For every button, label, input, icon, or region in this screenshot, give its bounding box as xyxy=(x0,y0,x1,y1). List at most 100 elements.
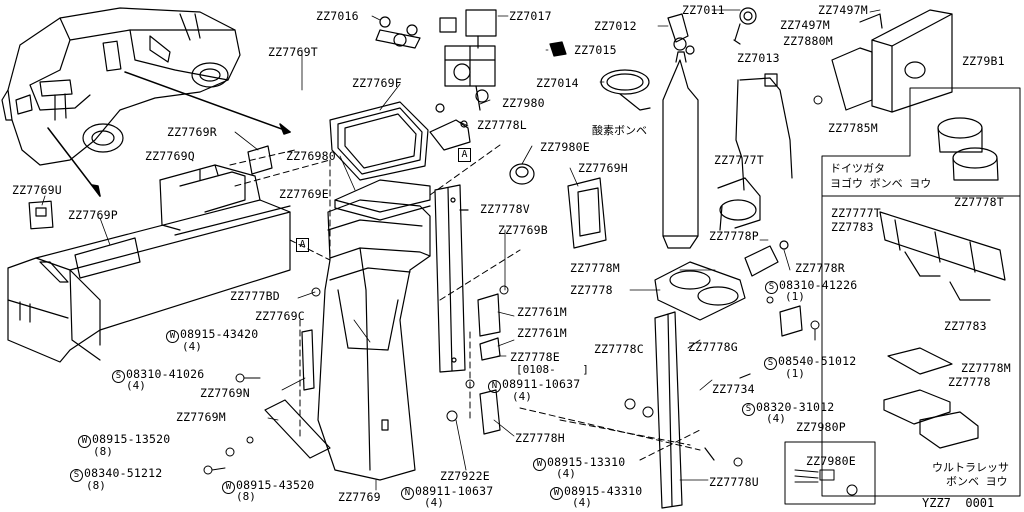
label-zz7012: ZZ7012 xyxy=(594,19,637,33)
label-zz7980e: ZZ7980E xyxy=(540,140,590,154)
vehicle-illustration xyxy=(1,7,241,166)
label-zz7769: ZZ7769 xyxy=(338,490,381,504)
label-zz79b1: ZZ79B1 xyxy=(962,54,1005,68)
std-part-number: 08915-13310 xyxy=(547,455,626,469)
qty-n08911-10637-a: (4) xyxy=(512,390,532,403)
prefix-symbol: S xyxy=(112,370,125,383)
label-zz7734: ZZ7734 xyxy=(712,382,755,396)
callout-a-upper: A xyxy=(458,148,471,162)
end-cap xyxy=(509,163,535,185)
label-zz7778h: ZZ7778H xyxy=(515,431,565,445)
strap-bracket xyxy=(717,177,761,231)
label-zz7769p: ZZ7769P xyxy=(68,208,118,222)
label-zz7769c: ZZ7769C xyxy=(255,309,305,323)
qty-n08911-10637-b: (4) xyxy=(424,496,444,509)
qty-w08915-43520: (8) xyxy=(236,490,256,503)
prefix-symbol: S xyxy=(765,281,778,294)
german-ring-holder xyxy=(937,117,999,181)
qty-w08915-43310: (4) xyxy=(572,496,592,509)
regulator-valve xyxy=(439,9,497,111)
label-zz7769n: ZZ7769N xyxy=(200,386,250,400)
bracket-7778p xyxy=(744,240,789,277)
label-zz7778m-a: ZZ7778M xyxy=(570,261,620,275)
nut-7015 xyxy=(549,41,567,57)
qty-s08340-51212: (8) xyxy=(86,479,106,492)
qty-s08310-41226: (1) xyxy=(785,290,805,303)
cylinder-housing xyxy=(317,199,431,481)
location-arrows xyxy=(47,71,291,197)
label-zz7778g: ZZ7778G xyxy=(688,340,738,354)
prefix-symbol: W xyxy=(166,330,179,343)
label-zz7778-a: ZZ7778 xyxy=(570,283,613,297)
prefix-symbol: S xyxy=(742,403,755,416)
coiled-hose xyxy=(600,69,651,111)
std-part-number: 08911-10637 xyxy=(415,484,494,498)
label-zz7497m-a: ZZ7497M xyxy=(818,3,868,17)
label-zz7783-b: ZZ7783 xyxy=(944,319,987,333)
label-zz7769r: ZZ7769R xyxy=(167,125,217,139)
qty-s08320-31012: (4) xyxy=(766,412,786,425)
label-zz7769m: ZZ7769M xyxy=(176,410,226,424)
std-part-number: 08340-51212 xyxy=(84,466,163,480)
prefix-symbol: W xyxy=(78,435,91,448)
fasteners xyxy=(203,95,823,475)
label-zz7769t: ZZ7769T xyxy=(268,45,318,59)
panel-76980 xyxy=(334,179,431,221)
label-zz7778-b: ZZ7778 xyxy=(948,375,991,389)
prefix-symbol: N xyxy=(488,380,501,393)
label-zz777bd: ZZ777BD xyxy=(230,289,280,303)
diagram-code: YZZ7 0001 xyxy=(922,496,995,510)
label-zz7013: ZZ7013 xyxy=(737,51,780,65)
label-zz7778u: ZZ7778U xyxy=(709,475,759,489)
label-zz7785m: ZZ7785M xyxy=(828,121,878,135)
label-zz7769f: ZZ7769F xyxy=(352,76,402,90)
label-zz7778t: ZZ7778T xyxy=(954,195,1004,209)
lower-rail xyxy=(654,311,683,509)
label-zz7980e-b: ZZ7980E xyxy=(806,454,856,468)
hose-7013 xyxy=(735,73,793,191)
label-zz7980: ZZ7980 xyxy=(502,96,545,110)
guide-lines xyxy=(229,144,701,461)
label-zz7761m-a: ZZ7761M xyxy=(517,305,567,319)
label-zz7769q: ZZ7769Q xyxy=(145,149,195,163)
label-zz7761m-b: ZZ7761M xyxy=(517,326,567,340)
note-oxygen-cylinder: 酸素ボンベ xyxy=(592,124,647,137)
label-zz7880m: ZZ7880M xyxy=(783,34,833,48)
upper-right-cabinet xyxy=(831,9,953,113)
cushion-pad xyxy=(567,177,607,249)
label-zz7014: ZZ7014 xyxy=(536,76,579,90)
connector-box xyxy=(784,441,876,505)
prefix-symbol: S xyxy=(70,469,83,482)
label-zz7778v: ZZ7778V xyxy=(480,202,530,216)
note-ultra-lesser-1: ウルトラレッサ xyxy=(932,461,1009,474)
label-zz7778r: ZZ7778R xyxy=(795,261,845,275)
label-zz7778e: ZZ7778E xyxy=(510,350,560,364)
std-part-number: 08310-41226 xyxy=(779,278,858,292)
label-zz7922e: ZZ7922E xyxy=(440,469,490,483)
label-zz7016: ZZ7016 xyxy=(316,9,359,23)
std-part-number: 08540-51012 xyxy=(778,354,857,368)
label-zz7769h: ZZ7769H xyxy=(578,161,628,175)
gauge-7011 xyxy=(733,7,757,45)
prefix-symbol: W xyxy=(222,481,235,494)
prefix-symbol: W xyxy=(550,487,563,500)
prefix-symbol: S xyxy=(764,357,777,370)
label-zz7778l: ZZ7778L xyxy=(477,118,527,132)
label-zz7980p: ZZ7980P xyxy=(796,420,846,434)
vertical-rail xyxy=(434,184,469,373)
valve-cluster xyxy=(375,16,421,49)
cabinet-assembly xyxy=(7,145,291,363)
std-part-number: 08915-43420 xyxy=(180,327,259,341)
callout-a-lower: A xyxy=(296,238,309,252)
prefix-symbol: W xyxy=(533,458,546,471)
